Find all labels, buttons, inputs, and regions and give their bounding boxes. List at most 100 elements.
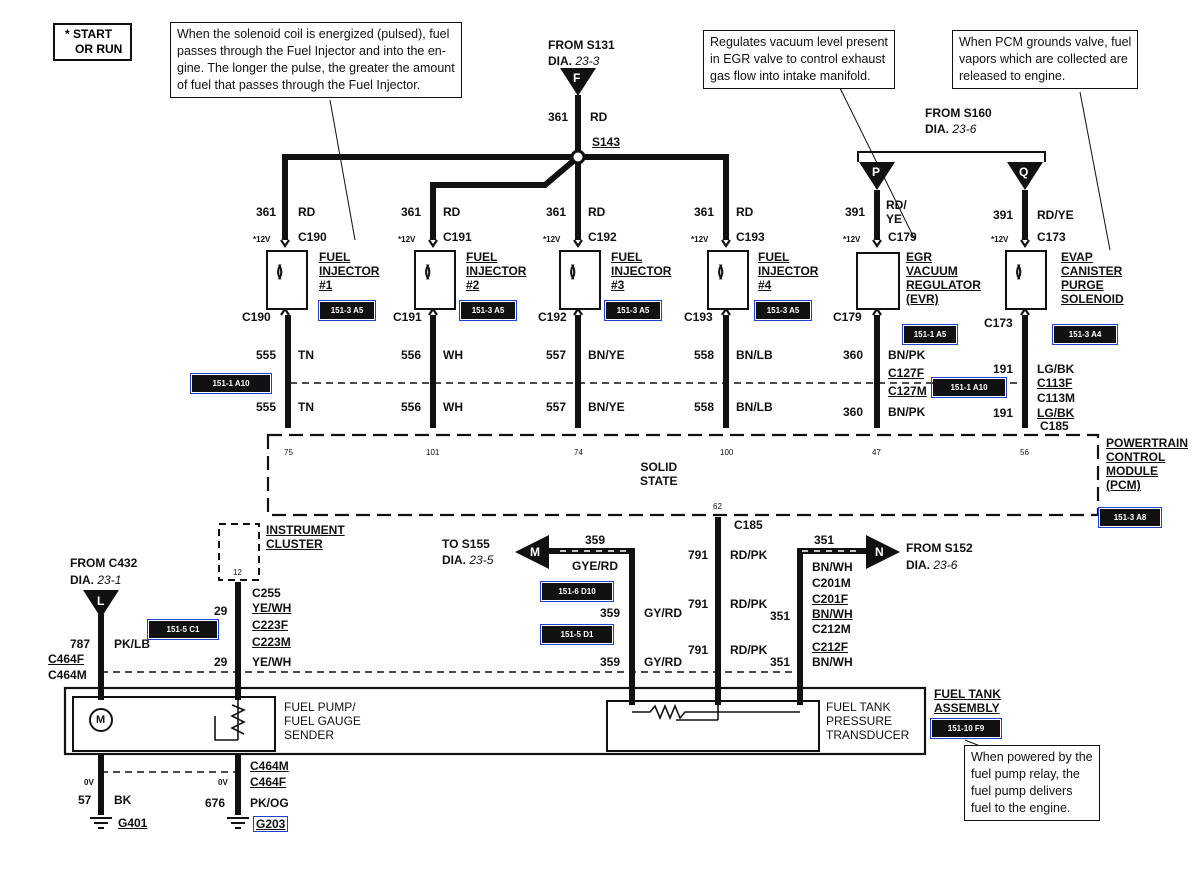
inj1-ref[interactable]: 151-3 A5 [318,300,376,321]
pump-motor-letter: M [96,714,106,726]
inj1-color: RD [298,205,316,219]
wire-359-ref1[interactable]: 151-6 D10 [540,581,614,602]
cluster-color: YE/WH [252,601,292,615]
inj4-pin: 100 [720,448,734,457]
inj1-pin: 75 [284,448,293,457]
inj4-coil-icon: ≬ [717,264,725,281]
purge-sig-circuit-2: 191 [993,406,1014,420]
s160-bracket [857,151,1046,162]
wire-351-color-top: BN/WH [812,560,853,574]
purge-sig-color-2: LG/BK [1037,406,1075,420]
inj1-coil-box [266,250,308,310]
splice-label: S143 [592,135,621,149]
purge-volt: *12V [991,235,1009,244]
evr-volt: *12V [843,235,861,244]
source-n-dia: DIA. 23-6 [906,558,958,572]
purge-pin: 56 [1020,448,1029,457]
source-n-triangle [866,535,900,569]
feed-bus-left [282,154,578,240]
inj3-sig-color: BN/YE [588,348,625,362]
purge-color: RD/YE [1037,208,1074,222]
inj1-sig-circuit-2: 555 [256,400,277,414]
evr-color2: YE [886,212,903,226]
inj1-sig-color-2: TN [298,400,314,414]
inj4-sig-color: BN/LB [736,348,773,362]
inj3-sig-circuit: 557 [546,348,567,362]
evr-sig-color: BN/PK [888,348,926,362]
wire-791-circuit-mid: 791 [688,597,709,611]
inj3-ref[interactable]: 151-3 A5 [604,300,662,321]
wire-791-circuit-top: 791 [688,548,709,562]
wire-359-circuit-bot: 359 [600,655,621,669]
inj4-sig-color-2: BN/LB [736,400,773,414]
pcm-conn-bottom: C185 [734,518,763,532]
inj3-color: RD [588,205,606,219]
wire-351-circuit-bot: 351 [770,655,791,669]
wire-791-circuit-bot: 791 [688,643,709,657]
source-n-letter: N [875,545,884,559]
source-l-letter: L [97,594,105,608]
pump-feed-conn-m: C464M [48,668,87,682]
purge-sig-circuit: 191 [993,362,1014,376]
ground-left-name: G401 [118,816,148,830]
s160-dia: DIA. 23-6 [925,122,977,136]
source-l-triangle [83,590,119,618]
inj2-sig-circuit-2: 556 [401,400,422,414]
inj2-ref[interactable]: 151-3 A5 [459,300,517,321]
evr-ref[interactable]: 151-1 A5 [902,324,958,345]
purge-ref[interactable]: 151-3 A4 [1052,324,1118,345]
inj2-sig-color: WH [443,348,463,362]
purge-inline-c: C185 [1040,419,1069,433]
cluster-conn-c223m: C223M [252,635,291,649]
left-inline-ref[interactable]: 151-1 A10 [190,373,272,394]
main-feed-circuit: 361 [548,110,569,124]
pump-feed-ref[interactable]: 151-5 C1 [147,619,219,640]
ground-right-name: G203 [252,816,289,832]
tank-outline [63,686,927,756]
evr-conn: C179 [888,230,917,244]
purge-coil-icon: ≬ [1015,264,1023,281]
wire-359-ref2[interactable]: 151-5 D1 [540,624,614,645]
conn-c212m: C212M [812,622,851,636]
wire-359-circuit-top: 359 [585,533,606,547]
inj3-circuit: 361 [546,205,567,219]
source-m-to: TO S155 [442,537,490,551]
evr-inline-ref[interactable]: 151-1 A10 [931,377,1007,398]
feed-bus-inj2 [430,154,580,240]
source-l-from: FROM C432 [70,556,138,570]
pcm-ref[interactable]: 151-3 A8 [1098,507,1162,528]
cluster-pin: 12 [233,568,242,577]
start-label: * START [65,27,113,41]
inj2-circuit: 361 [401,205,422,219]
wire-351-circuit-mid: 351 [770,609,791,623]
cluster-conn-c255: C255 [252,586,281,600]
purge-inline-f: C113F [1037,376,1073,390]
inj1-coil-icon: ≬ [276,264,284,281]
cluster-color-2: YE/WH [252,655,292,669]
cluster-circuit: 29 [214,604,228,618]
source-f-triangle [560,68,596,96]
ground-right-conn-m: C464M [250,759,289,773]
splice-s143 [570,149,586,165]
source-n-from: FROM S152 [906,541,973,555]
purge-conn-bottom: C173 [984,316,1013,330]
tank-ref[interactable]: 151-10 F9 [930,718,1002,739]
purge-coil-box [1005,250,1047,310]
cluster-conn-c223f: C223F [252,618,289,632]
purge-inline-m: C113M [1037,391,1076,405]
source-m-letter: M [530,545,540,559]
inj4-ref[interactable]: 151-3 A5 [754,300,812,321]
main-feed-color: RD [590,110,608,124]
evr-circuit: 391 [845,205,866,219]
inj1-conn-bottom: C190 [242,310,271,324]
source-q-letter: Q [1019,165,1029,179]
start-or-run-box: * START OR RUN [53,23,133,61]
source-m-dia: DIA. 23-5 [442,553,494,567]
